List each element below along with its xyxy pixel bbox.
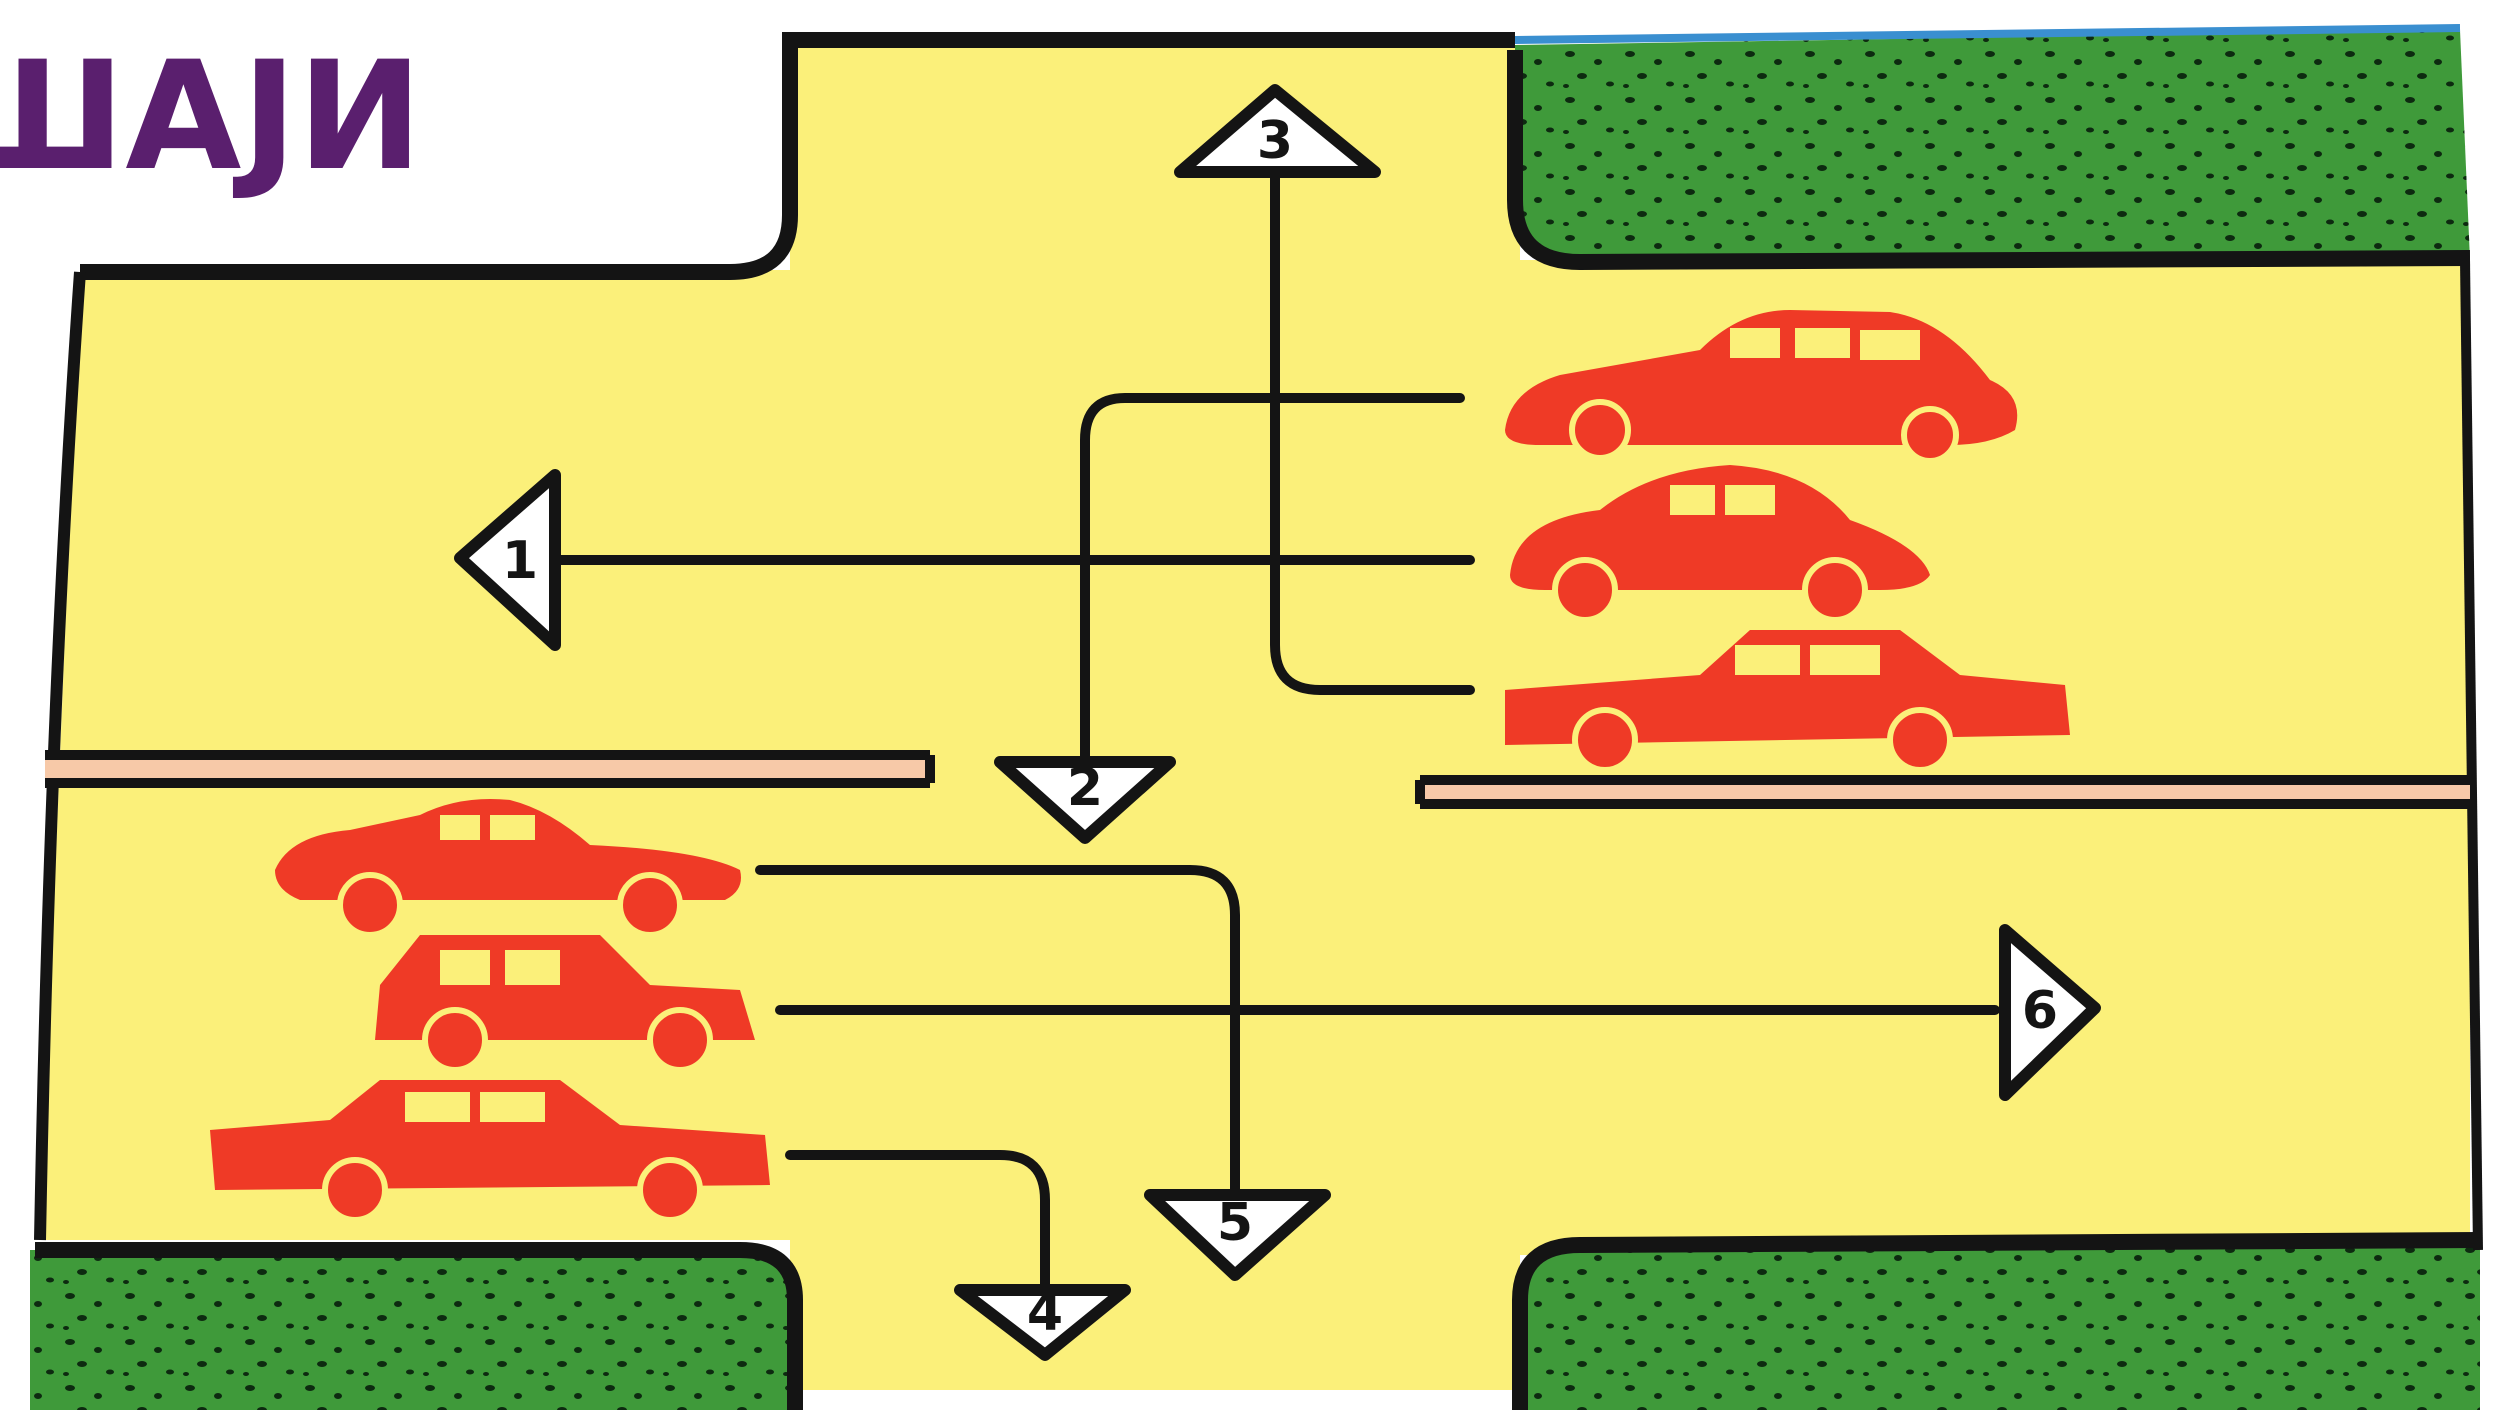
sign-4-label: 4 — [1027, 1283, 1063, 1343]
sign-6: 6 — [1999, 924, 2101, 1101]
road-edge-top-left — [80, 32, 1515, 280]
car-top-1 — [1505, 310, 2018, 464]
grass-bottom-right — [1512, 1232, 2481, 1410]
path-line-2 — [1080, 393, 1465, 765]
sign-6-label: 6 — [2022, 981, 2058, 1041]
sign-5-label: 5 — [1217, 1193, 1253, 1253]
center-divider-left — [45, 750, 935, 788]
sign-4: 4 — [954, 1283, 1131, 1361]
center-divider-right — [1415, 775, 2470, 809]
car-top-3 — [1505, 630, 2070, 773]
road-edge-left — [34, 271, 86, 1241]
grass-bottom-left — [30, 1242, 803, 1410]
sign-3-label: 3 — [1257, 111, 1293, 171]
sign-2-label: 2 — [1067, 758, 1103, 818]
car-bottom-3 — [210, 1080, 770, 1223]
title-text: ШАЈИ — [0, 30, 423, 204]
sign-2: 2 — [994, 756, 1176, 844]
car-bottom-2 — [375, 935, 755, 1073]
path-line-5 — [755, 865, 1240, 1205]
sign-1-label: 1 — [502, 531, 538, 591]
car-top-2 — [1510, 465, 1930, 623]
road-edge-right — [2460, 259, 2483, 1251]
path-line-4 — [785, 1150, 1050, 1295]
path-line-3 — [1270, 160, 1475, 695]
grass-top-right — [1507, 24, 2471, 271]
sign-5: 5 — [1144, 1189, 1331, 1281]
car-bottom-1 — [275, 799, 741, 938]
sign-3: 3 — [1174, 84, 1381, 178]
sign-1: 1 — [454, 469, 561, 651]
